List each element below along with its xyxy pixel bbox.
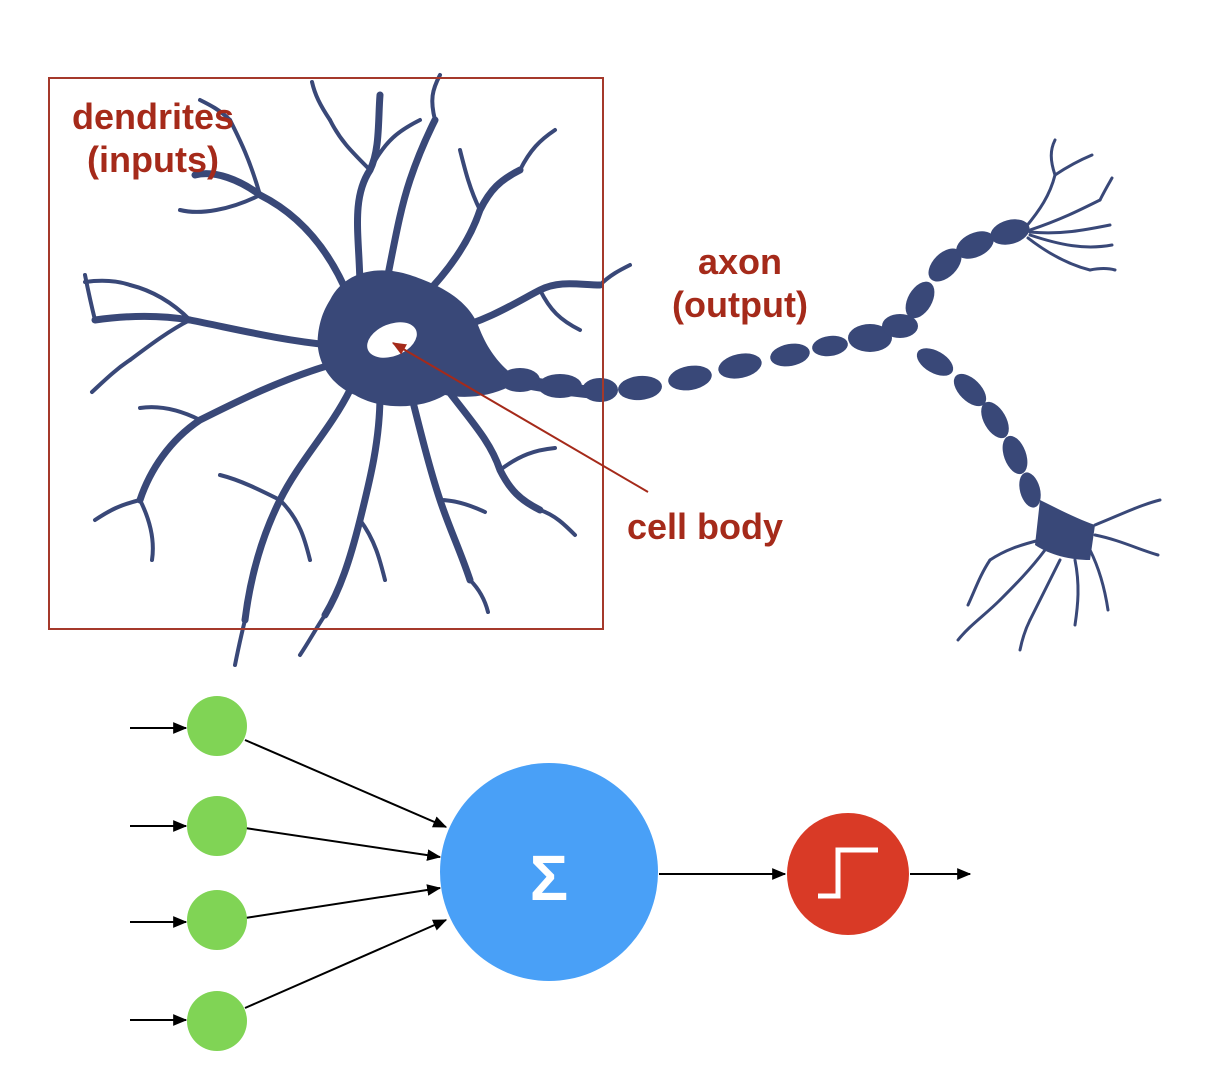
- dendrites-label-line-1: dendrites: [71, 96, 235, 137]
- input-node-3: [187, 890, 247, 950]
- axon-shape: [500, 219, 1095, 560]
- sum-symbol: Σ: [530, 842, 568, 914]
- perceptron: Σ: [130, 696, 972, 1051]
- step-function-icon: [818, 847, 878, 899]
- neuron-illustration: [83, 73, 1162, 667]
- input-node-2: [187, 796, 247, 856]
- dendrites-label: dendrites (inputs): [58, 95, 248, 181]
- axon-label: axon (output): [655, 240, 825, 326]
- cell-body-shape: [317, 270, 520, 407]
- dendrite-branches: [83, 73, 632, 667]
- sum-node: [440, 763, 658, 981]
- input-arrows: [130, 722, 188, 1026]
- activation-node: [787, 813, 909, 935]
- axon-terminal-upper: [1023, 138, 1117, 272]
- input-node-4: [187, 991, 247, 1051]
- cell-body-pointer: [391, 342, 649, 493]
- axon-terminal-lower: [956, 498, 1162, 652]
- weight-arrows: [244, 739, 448, 1009]
- cell-body-label: cell body: [626, 506, 784, 547]
- axon-label-line-2: (output): [672, 284, 808, 325]
- dendrites-label-line-2: (inputs): [87, 139, 219, 180]
- axon-label-line-1: axon: [697, 241, 783, 282]
- dendrites-box: [48, 77, 604, 630]
- input-node-1: [187, 696, 247, 756]
